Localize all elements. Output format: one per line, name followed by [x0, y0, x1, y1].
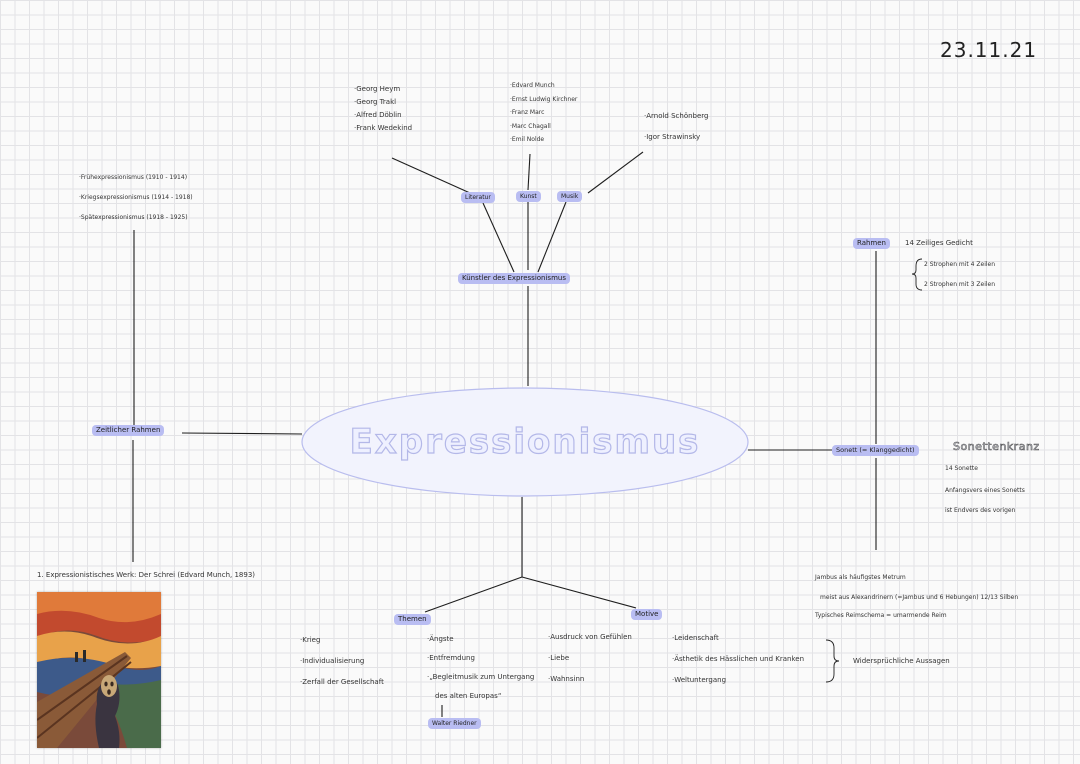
- art-list-item: ·Emil Nolde: [510, 136, 545, 143]
- line-bottom-themen: [424, 576, 523, 613]
- sonettenkranz-title: Sonettenkranz: [953, 440, 1040, 454]
- period-list-item: ·Kriegsexpressionismus (1914 - 1918): [79, 194, 193, 201]
- line-artists-lit: [482, 202, 515, 273]
- sonett-bottom-2: Typisches Reimschema = umarmende Reim: [815, 612, 947, 619]
- date-label: 23.11.21: [940, 38, 1038, 62]
- themen-col1-item: ·Krieg: [300, 636, 321, 644]
- lit-list-item: ·Alfred Döblin: [354, 111, 402, 119]
- line-lit-names: [391, 157, 471, 194]
- themen-col2-item: ·„Begleitmusik zum Untergang: [427, 673, 535, 681]
- painting-caption: 1. Expressionistisches Werk: Der Schrei …: [37, 571, 256, 579]
- line-center-zeit: [181, 432, 303, 435]
- themen-col1-item: ·Individualisierung: [300, 657, 365, 665]
- themen-pill: Themen: [394, 614, 431, 625]
- category-musik: Musik: [557, 191, 583, 202]
- rahmen-pill: Rahmen: [853, 238, 890, 249]
- sonett-pill: Sonett (= Klanggedicht): [832, 445, 919, 456]
- motive-brace-label: Widersprüchliche Aussagen: [853, 657, 950, 665]
- themen-sub-pill: Walter Riedner: [428, 718, 481, 729]
- painting-image: [37, 592, 161, 748]
- line-artists-musik: [537, 201, 567, 273]
- motive-col2-item: ·Weltuntergang: [672, 676, 727, 684]
- rahmen-line-2: 2 Strophen mit 3 Zeilen: [924, 281, 996, 288]
- motive-pill: Motive: [631, 609, 663, 620]
- rahmen-line-1: 2 Strophen mit 4 Zeilen: [924, 261, 996, 268]
- category-literatur: Literatur: [461, 192, 495, 203]
- motive-brace: [825, 639, 840, 683]
- motive-col2-item: ·Ästhetik des Hässlichen und Kranken: [672, 655, 805, 663]
- rahmen-brace: [911, 258, 923, 291]
- themen-col2-item: ·Entfremdung: [427, 654, 475, 662]
- themen-col1-item: ·Zerfall der Gesellschaft: [300, 678, 384, 686]
- category-kunst: Kunst: [516, 191, 541, 202]
- line-musik-names: [587, 151, 644, 194]
- line-bottom-motive: [521, 576, 637, 609]
- motive-col2-item: ·Leidenschaft: [672, 634, 719, 642]
- lit-list-item: ·Frank Wedekind: [354, 124, 413, 132]
- art-list-item: ·Franz Marc: [510, 109, 545, 116]
- period-list-item: ·Frühexpressionismus (1910 - 1914): [79, 174, 188, 181]
- motive-col1-item: ·Wahnsinn: [548, 675, 585, 683]
- line-kunst-names: [527, 153, 531, 191]
- center-ellipse: [301, 387, 749, 497]
- art-list-item: ·Ernst Ludwig Kirchner: [510, 95, 578, 103]
- period-list-item: ·Spätexpressionismus (1918 - 1925): [79, 214, 188, 221]
- sonett-bottom-1: meist aus Alexandrinern (=Jambus und 6 H…: [820, 594, 1019, 601]
- kranz-line-0: 14 Sonette: [945, 465, 978, 472]
- lit-list-item: ·Georg Heym: [354, 85, 401, 93]
- themen-col2-item: ·Ängste: [427, 635, 454, 643]
- center-title: Expressionismus: [349, 421, 701, 462]
- themen-col2-item: des alten Europas“: [435, 692, 502, 700]
- art-list-item: ·Marc Chagall: [510, 122, 551, 130]
- kranz-line-2: ist Endvers des vorigen: [945, 507, 1016, 514]
- kranz-line-1: Anfangsvers eines Sonetts: [945, 487, 1025, 494]
- lit-list-item: ·Georg Trakl: [354, 98, 397, 106]
- motive-col1-item: ·Ausdruck von Gefühlen: [548, 633, 632, 641]
- music-list-item: ·Arnold Schönberg: [644, 112, 709, 120]
- rahmen-line-0: 14 Zeiliges Gedicht: [905, 239, 973, 247]
- motive-col1-item: ·Liebe: [548, 654, 570, 662]
- zeit-pill: Zeitlicher Rahmen: [92, 425, 165, 436]
- sonett-bottom-0: Jambus als häufigstes Metrum: [815, 574, 906, 581]
- music-list-item: ·Igor Strawinsky: [644, 133, 701, 141]
- artists-hub-pill: Künstler des Expressionismus: [458, 273, 570, 284]
- art-list-item: ·Edvard Munch: [510, 82, 555, 89]
